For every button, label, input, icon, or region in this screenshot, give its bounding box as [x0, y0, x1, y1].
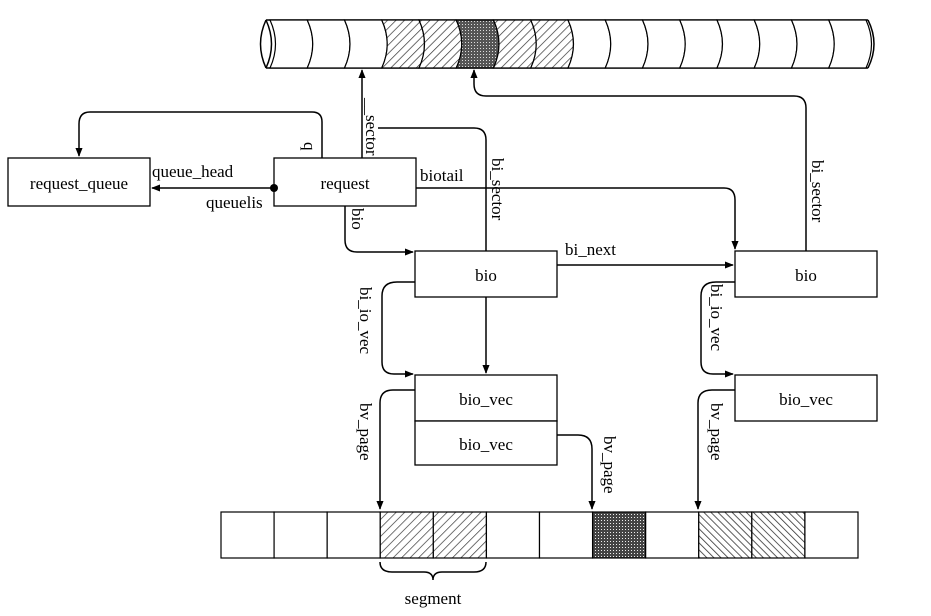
bio-vec-box-2 — [414, 420, 558, 466]
bio-arrow — [344, 206, 414, 256]
request-queue-box — [7, 157, 151, 207]
memory-page-cell — [485, 511, 541, 559]
bi-io-vec-left-label: bi_io_vec — [356, 287, 375, 354]
sector-label: __sector — [362, 97, 381, 156]
bio-link-label: bio — [348, 208, 367, 230]
bi-sector-left-label: bi_sector — [488, 158, 507, 221]
memory-page-cell — [220, 511, 275, 559]
disk-sector-cell — [529, 19, 575, 69]
request-label: request — [320, 174, 369, 193]
memory-page-cell — [379, 511, 434, 559]
biotail-arrow — [416, 187, 739, 250]
bi-sector-right-label: bi_sector — [808, 160, 827, 223]
bio-vec-1-label: bio_vec — [459, 390, 513, 409]
memory-page-cell — [538, 511, 594, 559]
queuelis-label: queuelis — [206, 193, 263, 212]
memory-page-cell — [432, 511, 488, 559]
memory-page-cell — [273, 511, 328, 559]
disk-sector-cell — [753, 19, 798, 69]
disk-sector-cell — [641, 19, 686, 69]
bi-io-vec-right-arrow — [700, 281, 735, 378]
disk-sector-cell — [306, 19, 351, 69]
memory-page-cell — [326, 511, 381, 559]
bv-page-left-label: bv_page — [356, 403, 375, 461]
bi-io-vec-left-arrow — [381, 281, 415, 378]
bio-vec-box-1 — [414, 374, 558, 422]
bio-vec-box-right — [734, 374, 878, 422]
bi-sector-right-arrow — [470, 69, 807, 251]
memory-page-cell — [591, 511, 647, 559]
bv-page-right-label: bv_page — [707, 403, 726, 461]
bv-page-mid-arrow — [557, 434, 596, 510]
memory-pages-strip — [220, 511, 859, 559]
disk-sector-cell — [827, 19, 873, 69]
disk-sector-cell — [343, 19, 388, 69]
memory-page-cell — [804, 511, 859, 559]
disk-sector-cell — [380, 19, 426, 69]
memory-page-cell — [645, 511, 700, 559]
bio-left-label: bio — [475, 266, 497, 285]
bv-page-mid-label: bv_page — [600, 436, 619, 494]
bio-box-left — [414, 250, 558, 298]
bio-vec-right-label: bio_vec — [779, 390, 833, 409]
request-box — [273, 157, 417, 207]
disk-right-cap — [867, 19, 875, 69]
memory-page-cell — [751, 511, 806, 559]
disk-sector-cell — [604, 19, 649, 69]
disk-left-cap — [259, 19, 267, 69]
queue-head-label: queue_head — [152, 162, 234, 181]
bi-sector-left-line — [378, 127, 487, 251]
disk-sector-cell — [790, 19, 835, 69]
biotail-label: biotail — [420, 166, 464, 185]
segment-label: segment — [405, 589, 462, 608]
disk-sector-cell — [418, 19, 463, 69]
disk-sector-cell — [716, 19, 761, 69]
segment-brace — [379, 561, 487, 581]
request-queue-label: request_queue — [30, 174, 128, 193]
bv-page-right-arrow — [694, 389, 735, 510]
bio-vec-2-label: bio_vec — [459, 435, 513, 454]
disk-sector-cell — [567, 19, 612, 69]
disk-sector-cell — [678, 19, 724, 69]
bi-next-label: bi_next — [565, 240, 616, 259]
bv-page-left-arrow — [376, 389, 415, 510]
disk-sector-cell — [455, 19, 500, 69]
queuelis-dot — [270, 184, 278, 192]
disk-cylinder — [259, 19, 875, 69]
bi-io-vec-right-label: bi_io_vec — [707, 284, 726, 351]
q-arrow — [75, 111, 323, 158]
disk-sector-cell — [269, 19, 314, 69]
bio-right-label: bio — [795, 266, 817, 285]
memory-page-cell — [698, 511, 753, 559]
disk-sector-cell — [492, 19, 537, 69]
q-label: q — [300, 142, 319, 151]
